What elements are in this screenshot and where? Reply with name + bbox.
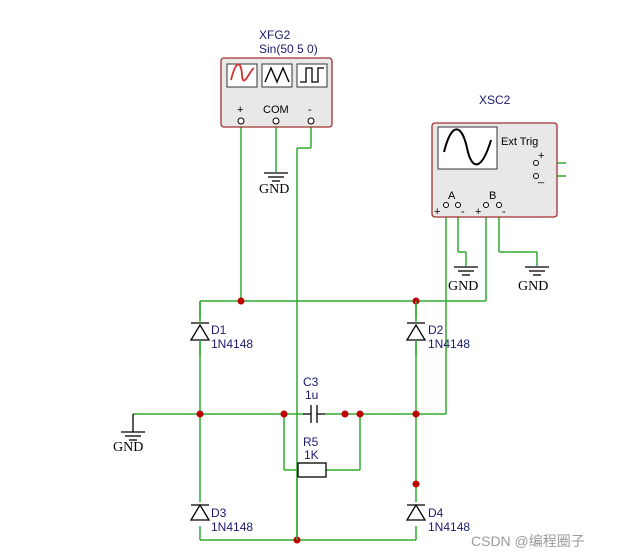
- channel-a-minus-label: -: [461, 206, 465, 218]
- channel-b-label: B: [489, 190, 496, 202]
- diode-d3[interactable]: D3 1N4148: [189, 502, 253, 534]
- d3-ref: D3: [211, 506, 227, 520]
- channel-b-plus-label: +: [475, 206, 481, 218]
- ground-symbol: GND: [518, 266, 549, 294]
- fg-minus-label: -: [308, 104, 312, 116]
- d4-part: 1N4148: [428, 520, 470, 534]
- channel-a-plus-terminal[interactable]: [443, 202, 449, 208]
- channel-b-minus-terminal[interactable]: [496, 202, 502, 208]
- d2-part: 1N4148: [428, 337, 470, 351]
- ext-trig-plus-terminal[interactable]: [533, 160, 539, 166]
- ground-symbol: GND: [113, 414, 145, 455]
- channel-b-plus-terminal[interactable]: [483, 202, 489, 208]
- ext-trig-label: Ext Trig: [501, 136, 538, 148]
- diode-d1[interactable]: D1 1N4148: [189, 301, 253, 355]
- ext-trig-plus-label: +: [538, 150, 544, 162]
- oscilloscope-screen: [437, 126, 498, 170]
- channel-a-label: A: [448, 190, 456, 202]
- function-generator-value: Sin(50 5 0): [259, 42, 318, 56]
- oscilloscope-ref: XSC2: [479, 93, 511, 107]
- sine-wave-icon: [230, 63, 255, 82]
- sine-wave-icon: [443, 128, 492, 166]
- fg-plus-terminal[interactable]: [237, 117, 245, 125]
- r5-value: 1K: [304, 448, 319, 462]
- d1-ref: D1: [211, 323, 227, 337]
- watermark: CSDN @编程圈子: [471, 533, 585, 549]
- ext-trig-minus-label: _: [537, 172, 545, 184]
- fg-plus-label: +: [237, 104, 243, 116]
- ground-label: GND: [259, 182, 289, 197]
- channel-b-minus-label: -: [502, 206, 506, 218]
- junction-dot: [280, 410, 288, 418]
- d1-part: 1N4148: [211, 337, 253, 351]
- function-generator-ref: XFG2: [259, 28, 291, 42]
- capacitor-c3[interactable]: C3 1u: [303, 375, 325, 424]
- ground-symbol: GND: [448, 266, 478, 294]
- junction-dot: [356, 410, 364, 418]
- d3-part: 1N4148: [211, 520, 253, 534]
- channel-a-minus-terminal[interactable]: [455, 202, 461, 208]
- d4-ref: D4: [428, 506, 444, 520]
- junction-dot: [412, 480, 420, 488]
- channel-a-plus-label: +: [434, 206, 440, 218]
- junction-dot: [196, 410, 204, 418]
- square-wave-icon: [300, 67, 324, 83]
- fg-com-label: COM: [263, 104, 289, 116]
- ground-symbol: GND: [259, 172, 289, 197]
- fg-minus-terminal[interactable]: [307, 117, 315, 125]
- resistor-r5[interactable]: R5 1K: [297, 435, 327, 478]
- junction-dot: [237, 297, 245, 305]
- diode-d2[interactable]: D2 1N4148: [405, 301, 470, 355]
- function-generator[interactable]: XFG2 Sin(50 5 0) + COM -: [220, 28, 333, 128]
- junction-dot: [412, 410, 420, 418]
- d2-ref: D2: [428, 323, 444, 337]
- ground-label: GND: [113, 440, 143, 455]
- ground-label: GND: [518, 279, 548, 294]
- junction-dot: [341, 410, 349, 418]
- oscilloscope[interactable]: XSC2 Ext Trig + _ A B + - + -: [431, 93, 558, 218]
- fg-com-terminal[interactable]: [272, 117, 280, 125]
- triangle-wave-icon: [264, 66, 290, 84]
- r5-ref: R5: [303, 435, 319, 449]
- ext-trig-minus-terminal[interactable]: [533, 173, 539, 179]
- junction-dots: [196, 297, 420, 544]
- diode-d4[interactable]: D4 1N4148: [405, 502, 470, 534]
- c3-value: 1u: [305, 388, 318, 402]
- c3-ref: C3: [303, 375, 319, 389]
- ground-label: GND: [448, 279, 478, 294]
